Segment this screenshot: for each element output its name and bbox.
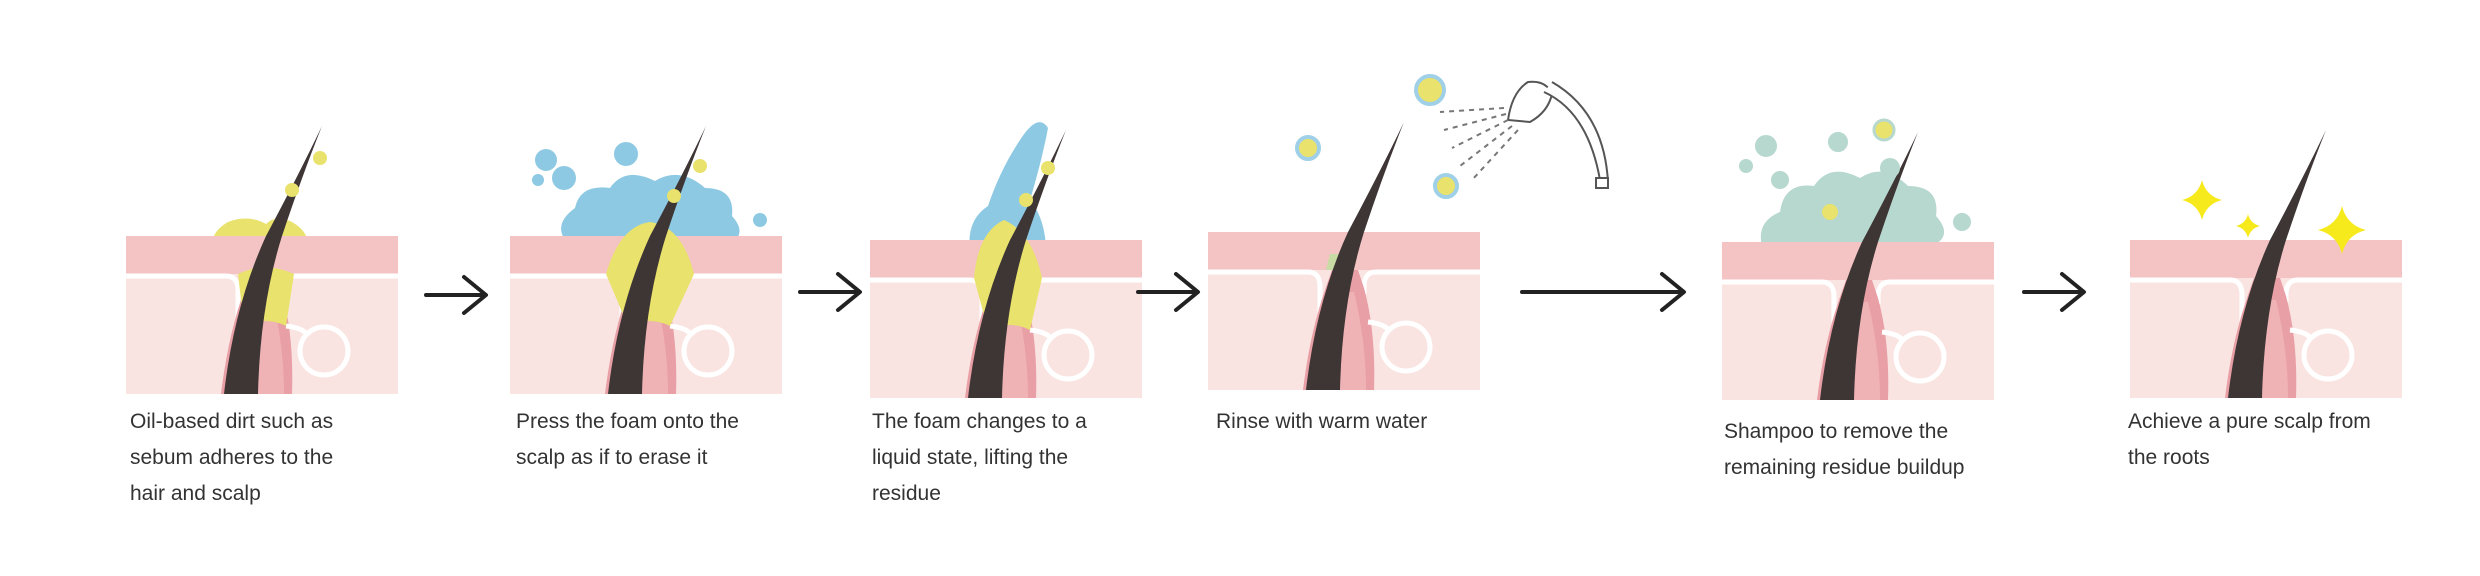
arrow-right-icon (2022, 272, 2086, 312)
foam-cloud (1760, 171, 1945, 246)
caption-line: Shampoo to remove the (1724, 420, 1949, 443)
bubble-icon (1753, 133, 1779, 159)
bubble-icon (1433, 173, 1459, 199)
arrow-right-icon (798, 272, 862, 312)
caption-line: scalp as if to erase it (516, 446, 708, 469)
caption-line: residue (872, 482, 941, 505)
sebum-droplet (1822, 204, 1838, 220)
caption-line: hair and scalp (130, 482, 261, 505)
panel-pure-scalp (2130, 130, 2402, 398)
sebum-droplet (313, 151, 327, 165)
caption-line: Oil-based dirt such as (130, 410, 334, 433)
arrow-right-icon (424, 275, 488, 315)
step-2-caption: Press the foam onto the scalp as if to e… (516, 404, 739, 476)
step-6-caption: Achieve a pure scalp from the roots (2128, 404, 2371, 476)
caption-line: Achieve a pure scalp from (2128, 410, 2371, 433)
bubble-icon (1951, 211, 1973, 233)
sebum-droplet (693, 159, 707, 173)
sparkle-icon (2236, 214, 2260, 238)
step-4-caption: Rinse with warm water (1216, 404, 1427, 440)
arrow-right-icon (1520, 272, 1686, 312)
caption-line: Press the foam onto the (516, 410, 739, 433)
sebum-droplet (285, 183, 299, 197)
sparkle-icon (2182, 180, 2222, 220)
bubble-icon (1414, 74, 1446, 106)
panel-rinse (1208, 74, 1610, 390)
sebum-droplet (1019, 193, 1033, 207)
shower-head-icon (1439, 80, 1610, 189)
arrow-right-icon (1136, 272, 1200, 312)
bubble-icon (753, 213, 767, 227)
step-3-caption: The foam changes to a liquid state, lift… (872, 404, 1087, 512)
panel-shampoo (1722, 118, 1994, 400)
bubble-icon (612, 140, 640, 168)
caption-line: The foam changes to a (872, 410, 1087, 433)
bubble-icon (1826, 130, 1850, 154)
bubble-icon (1872, 118, 1896, 142)
bubble-icon (535, 149, 557, 171)
sebum-droplet (1041, 161, 1055, 175)
step-5-caption: Shampoo to remove the remaining residue … (1724, 414, 1965, 486)
caption-line: Rinse with warm water (1216, 410, 1428, 433)
bubble-icon (552, 166, 576, 190)
bubble-icon (1739, 159, 1753, 173)
bubble-icon (1295, 135, 1321, 161)
caption-line: sebum adheres to the (130, 446, 334, 469)
sebum-droplet (667, 189, 681, 203)
panel-foam-press (510, 126, 782, 394)
panel-sebum-adhering (126, 126, 398, 394)
bubble-icon (1769, 169, 1791, 191)
caption-line: remaining residue buildup (1724, 456, 1965, 479)
step-1-caption: Oil-based dirt such as sebum adheres to … (130, 404, 333, 512)
caption-line: the roots (2128, 446, 2210, 469)
bubble-icon (1880, 158, 1900, 178)
caption-line: liquid state, lifting the (872, 446, 1069, 469)
foam-cloud (561, 174, 740, 253)
panel-foam-liquid (870, 122, 1142, 398)
bubble-icon (532, 174, 544, 186)
